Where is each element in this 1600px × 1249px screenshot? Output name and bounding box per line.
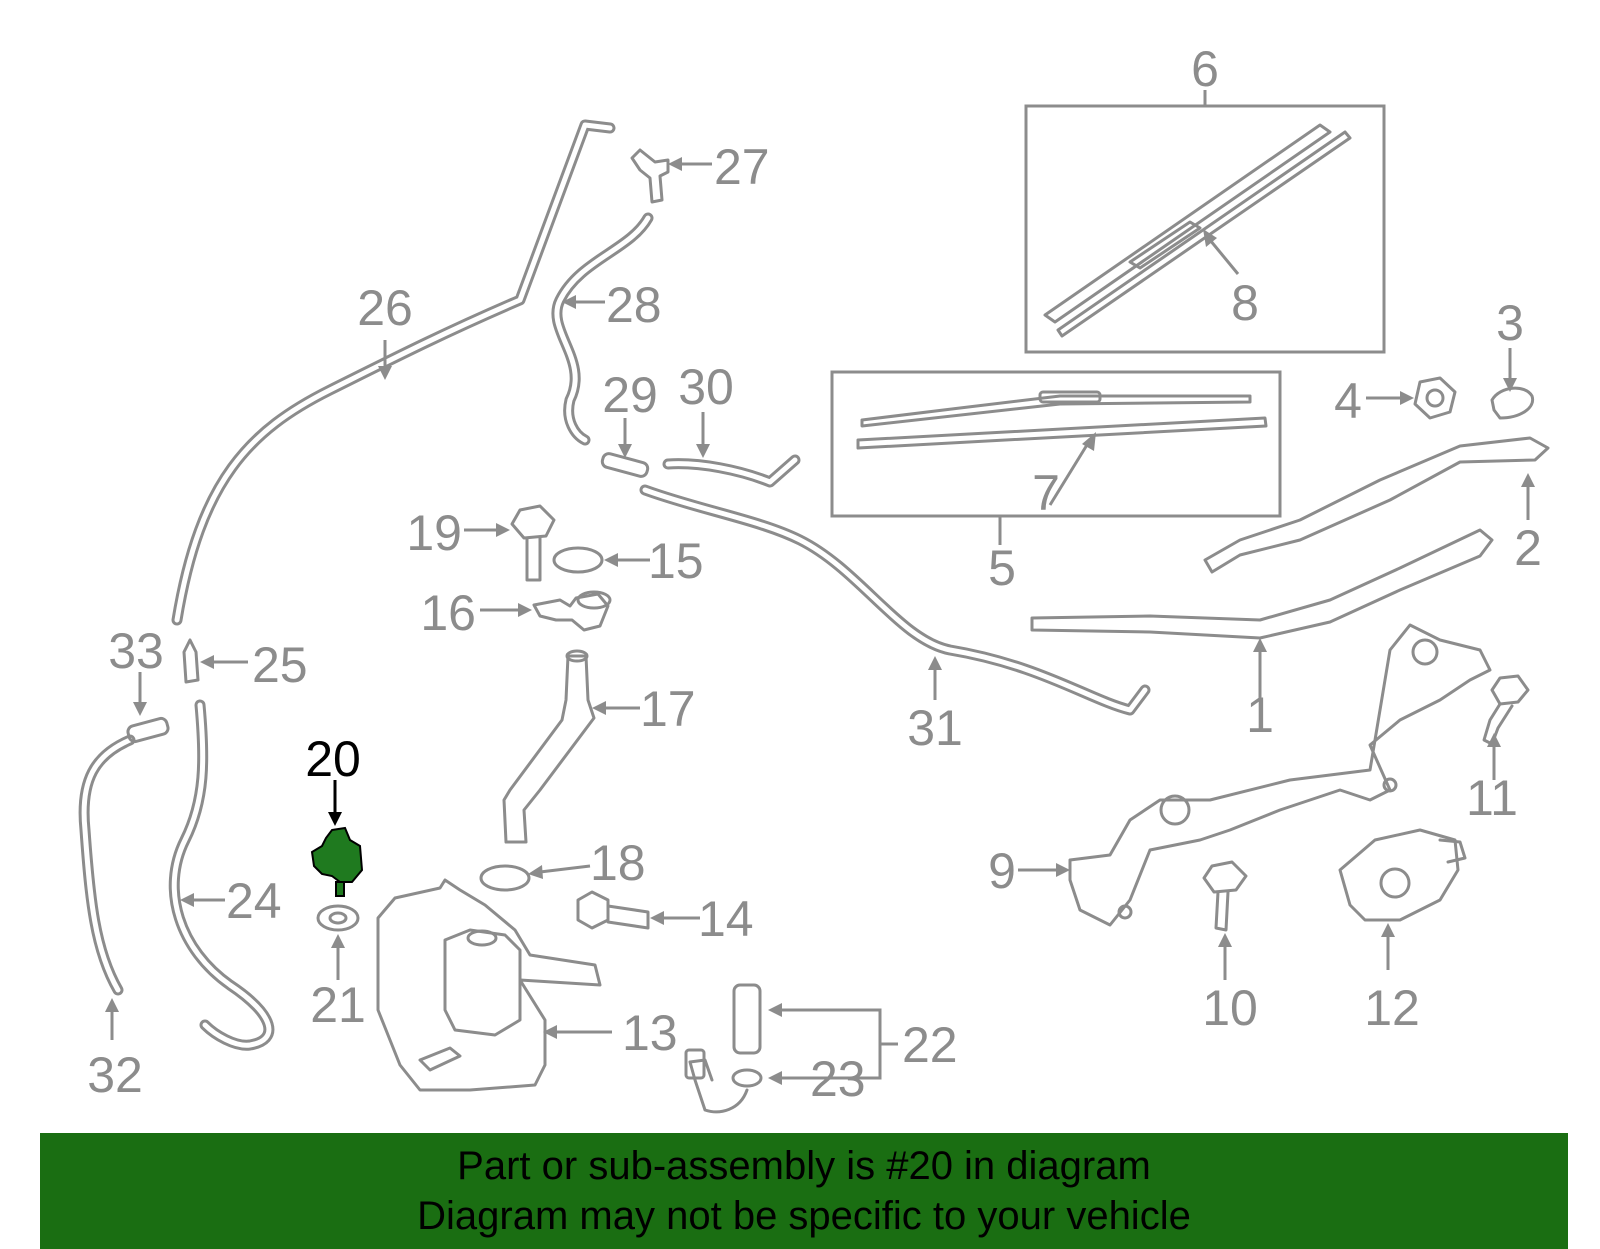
filler-cap-16 bbox=[532, 590, 612, 632]
callout-7: 7 bbox=[1032, 465, 1060, 521]
callout-22: 22 bbox=[902, 1017, 958, 1073]
banner-line-1: Part or sub-assembly is #20 in diagram bbox=[457, 1144, 1151, 1188]
callout-15: 15 bbox=[648, 533, 704, 589]
wiper-blade-8 bbox=[1043, 123, 1352, 338]
callout-6: 6 bbox=[1191, 41, 1219, 97]
hose-24 bbox=[168, 699, 275, 1051]
callout-19: 19 bbox=[406, 505, 462, 561]
callout-11: 11 bbox=[1466, 770, 1518, 826]
callout-26: 26 bbox=[357, 280, 413, 336]
hose-31 bbox=[639, 484, 1151, 716]
callout-17: 17 bbox=[640, 681, 696, 737]
callout-2: 2 bbox=[1514, 520, 1542, 576]
callout-16: 16 bbox=[420, 585, 476, 641]
callout-30: 30 bbox=[678, 359, 734, 415]
banner-line-2: Diagram may not be specific to your vehi… bbox=[417, 1194, 1191, 1238]
callout-1: 1 bbox=[1246, 687, 1274, 743]
bolt-19 bbox=[510, 504, 556, 582]
callout-5: 5 bbox=[988, 540, 1016, 596]
callout-8: 8 bbox=[1231, 275, 1259, 331]
callout-labels: 1 2 3 4 5 6 7 8 9 10 11 12 13 14 15 16 1… bbox=[87, 41, 1542, 1107]
washer-pump-20 bbox=[310, 826, 364, 897]
cap-3 bbox=[1490, 386, 1535, 420]
callout-25: 25 bbox=[252, 637, 308, 693]
callout-3: 3 bbox=[1496, 295, 1524, 351]
motor-12 bbox=[1338, 828, 1467, 922]
hose-32 bbox=[78, 734, 136, 996]
wiper-blade-7 bbox=[856, 390, 1268, 450]
reservoir-13 bbox=[376, 878, 602, 1092]
callout-10: 10 bbox=[1202, 980, 1258, 1036]
joint-33 bbox=[126, 716, 170, 744]
callout-28: 28 bbox=[606, 277, 662, 333]
callout-12: 12 bbox=[1364, 980, 1420, 1036]
callout-18: 18 bbox=[590, 835, 646, 891]
o-ring-15 bbox=[552, 546, 604, 574]
nut-4 bbox=[1413, 376, 1457, 420]
callout-27: 27 bbox=[714, 139, 770, 195]
connector-27 bbox=[630, 148, 670, 204]
hose-28 bbox=[551, 212, 654, 446]
filler-tube-17 bbox=[502, 649, 596, 844]
callout-31: 31 bbox=[907, 700, 963, 756]
o-ring-18 bbox=[479, 864, 531, 892]
linkage-9 bbox=[1068, 623, 1492, 927]
bolt-10 bbox=[1202, 860, 1248, 932]
callout-29: 29 bbox=[602, 367, 658, 423]
callout-20: 20 bbox=[305, 731, 361, 787]
callout-13: 13 bbox=[622, 1005, 678, 1061]
callout-32: 32 bbox=[87, 1047, 143, 1103]
nozzle-25 bbox=[182, 638, 200, 684]
callout-9: 9 bbox=[988, 843, 1016, 899]
level-sensor-22 bbox=[684, 983, 763, 1114]
callout-21: 21 bbox=[310, 977, 366, 1033]
wiper-arm-2 bbox=[1203, 436, 1550, 574]
callout-14: 14 bbox=[698, 891, 754, 947]
callout-24: 24 bbox=[226, 873, 282, 929]
info-banner: Part or sub-assembly is #20 in diagram D… bbox=[40, 1133, 1568, 1249]
bolt-11 bbox=[1482, 674, 1530, 746]
callout-4: 4 bbox=[1334, 373, 1362, 429]
callout-23: 23 bbox=[810, 1051, 866, 1107]
hose-26 bbox=[171, 119, 616, 626]
callout-33: 33 bbox=[108, 623, 164, 679]
blade-box-5 bbox=[830, 370, 1282, 518]
connector-29 bbox=[600, 452, 650, 478]
leader-lines bbox=[105, 90, 1535, 1085]
wiper-arm-1 bbox=[1030, 528, 1494, 640]
hose-30 bbox=[662, 454, 801, 488]
grommet-21 bbox=[316, 904, 360, 932]
bolt-14 bbox=[576, 890, 650, 930]
